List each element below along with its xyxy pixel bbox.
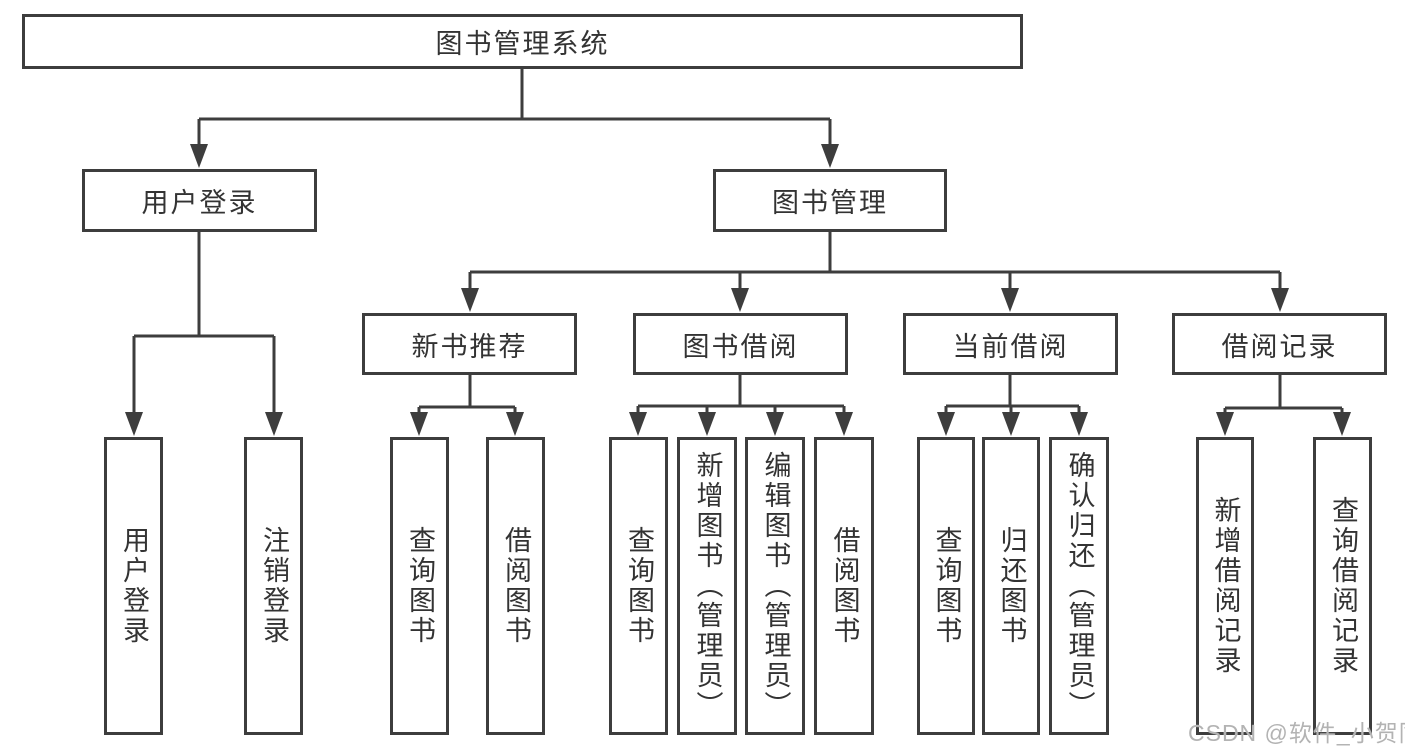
- leaf-user-login: 用户登录: [104, 437, 163, 735]
- leaf-add-book-admin: 新增图书（管理员）: [677, 437, 737, 735]
- leaf-query-book-recommend: 查询图书: [390, 437, 449, 735]
- node-user-login-group: 用户登录: [82, 169, 317, 232]
- node-borrowing-records: 借阅记录: [1172, 313, 1387, 375]
- leaf-label: 查询图书: [405, 526, 435, 646]
- leaf-label: 查询图书: [624, 526, 654, 646]
- node-current-borrowing: 当前借阅: [903, 313, 1118, 375]
- leaf-label: 注销登录: [259, 526, 289, 646]
- node-book-management: 图书管理: [713, 169, 947, 232]
- leaf-label: 新增借阅记录: [1210, 496, 1241, 676]
- leaf-logout: 注销登录: [244, 437, 303, 735]
- csdn-watermark: CSDN @软件_小贺同学: [1188, 720, 1405, 746]
- leaf-add-borrow-record: 新增借阅记录: [1196, 437, 1254, 735]
- leaf-borrow-book: 借阅图书: [814, 437, 874, 735]
- leaf-return-book: 归还图书: [982, 437, 1040, 735]
- leaf-label: 编辑图书（管理员）: [760, 451, 791, 721]
- leaf-label: 用户登录: [119, 526, 149, 646]
- leaf-query-borrow-record: 查询借阅记录: [1313, 437, 1372, 735]
- leaf-label: 归还图书: [996, 526, 1027, 646]
- node-library-management-system: 图书管理系统: [22, 14, 1023, 69]
- leaf-confirm-return-admin: 确认归还（管理员）: [1049, 437, 1109, 735]
- node-label: 图书借阅: [682, 331, 799, 362]
- leaf-label: 确认归还（管理员）: [1064, 451, 1095, 721]
- leaf-label: 借阅图书: [501, 526, 531, 646]
- leaf-label: 借阅图书: [829, 526, 860, 646]
- leaf-query-book-borrowing: 查询图书: [609, 437, 668, 735]
- node-label: 用户登录: [141, 188, 258, 218]
- leaf-edit-book-admin: 编辑图书（管理员）: [745, 437, 805, 735]
- node-label: 借阅记录: [1221, 331, 1338, 362]
- node-book-borrowing: 图书借阅: [633, 313, 848, 375]
- leaf-borrow-book-recommend: 借阅图书: [486, 437, 545, 735]
- leaf-label: 查询借阅记录: [1328, 496, 1358, 676]
- leaf-query-book-current: 查询图书: [917, 437, 975, 735]
- node-label: 图书管理系统: [435, 29, 610, 59]
- leaf-label: 查询图书: [931, 526, 962, 646]
- node-label: 当前借阅: [952, 331, 1069, 362]
- leaf-label: 新增图书（管理员）: [692, 451, 723, 721]
- node-label: 新书推荐: [411, 331, 528, 362]
- node-label: 图书管理: [772, 188, 888, 218]
- node-new-book-recommend: 新书推荐: [362, 313, 577, 375]
